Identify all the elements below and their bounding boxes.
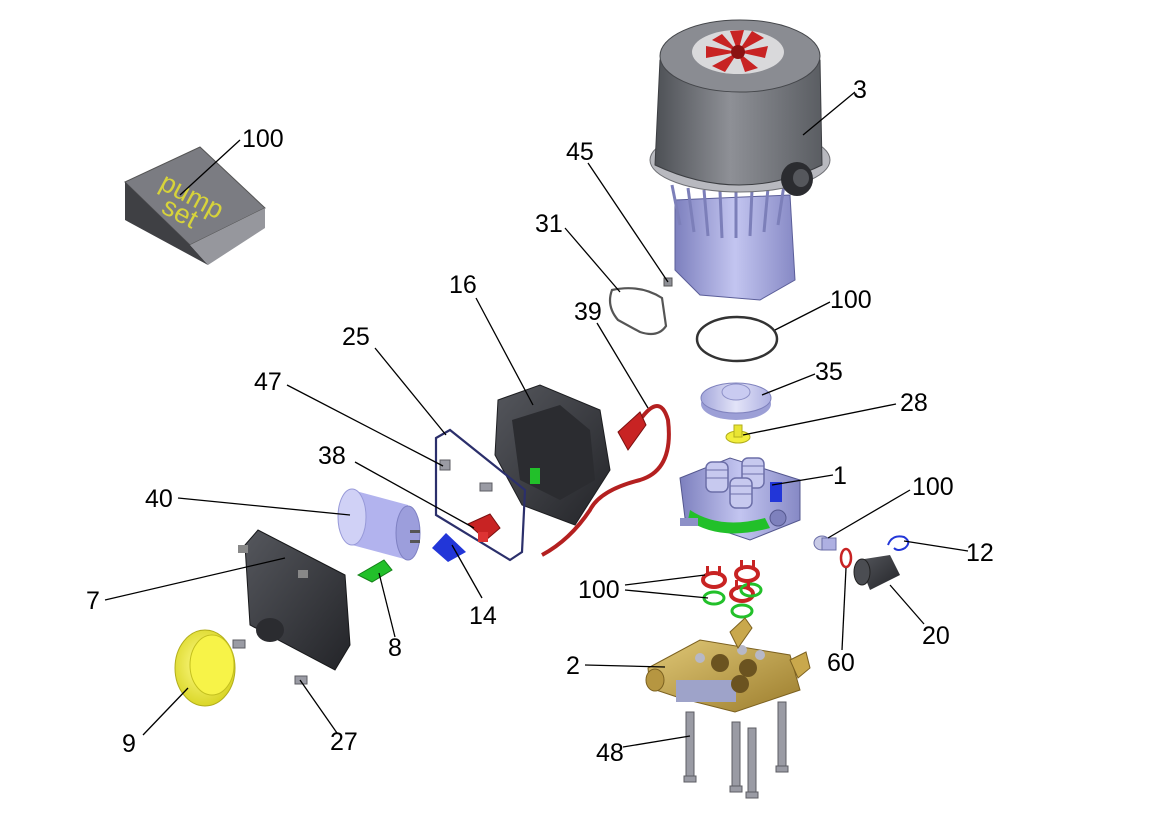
- motor-assembly: [649, 19, 831, 301]
- gasket-25: [434, 428, 527, 562]
- callout-3: 3: [853, 76, 867, 104]
- o-ring-seal: [695, 315, 779, 363]
- valve-fitting-100: [813, 535, 837, 551]
- callout-48: 48: [596, 739, 624, 767]
- switch-38: [467, 513, 501, 542]
- callout-40: 40: [145, 485, 173, 513]
- cap-9: [174, 629, 236, 707]
- clip-14: [432, 533, 466, 562]
- callout-20: 20: [922, 622, 950, 650]
- capacitor-40: [337, 488, 421, 561]
- bolts-48: [683, 701, 789, 799]
- callout-7: 7: [86, 587, 100, 615]
- callout-2: 2: [566, 652, 580, 680]
- callout-60: 60: [827, 649, 855, 677]
- leader-lines: [104, 91, 969, 748]
- manifold-2: [645, 617, 811, 713]
- callout-100-box: 100: [242, 125, 284, 153]
- callout-45: 45: [566, 138, 594, 166]
- callout-12: 12: [966, 539, 994, 567]
- callout-25: 25: [342, 323, 370, 351]
- clip-8: [356, 559, 393, 583]
- callout-39: 39: [574, 298, 602, 326]
- callout-31: 31: [535, 210, 563, 238]
- callout-100-rings: 100: [578, 576, 620, 604]
- callout-27: 27: [330, 728, 358, 756]
- callout-47: 47: [254, 368, 282, 396]
- pump-set-box: pump set: [124, 146, 266, 265]
- cover-7: [238, 529, 351, 671]
- callout-labels: 100 3 45 31 100 16 39 35 25 28 47 1 38 1…: [86, 76, 994, 767]
- pump-head-1: [679, 457, 801, 541]
- callout-100-seal: 100: [830, 286, 872, 314]
- seal-rings-100: [701, 560, 763, 619]
- screws-47: [439, 459, 493, 492]
- callout-16: 16: [449, 271, 477, 299]
- plug-20: [853, 555, 900, 590]
- cap-35: [700, 382, 772, 420]
- callout-28: 28: [900, 389, 928, 417]
- callout-1: 1: [833, 462, 847, 490]
- callout-35: 35: [815, 358, 843, 386]
- o-ring-60: [839, 547, 853, 569]
- callout-38: 38: [318, 442, 346, 470]
- cable-39: [541, 404, 671, 557]
- gasket-31: [608, 287, 668, 336]
- valve-28: [725, 424, 751, 444]
- clip-12: [887, 535, 910, 551]
- callout-100-valve: 100: [912, 473, 954, 501]
- callout-8: 8: [388, 634, 402, 662]
- callout-9: 9: [122, 730, 136, 758]
- screws-27: [232, 639, 308, 685]
- callout-14: 14: [469, 602, 497, 630]
